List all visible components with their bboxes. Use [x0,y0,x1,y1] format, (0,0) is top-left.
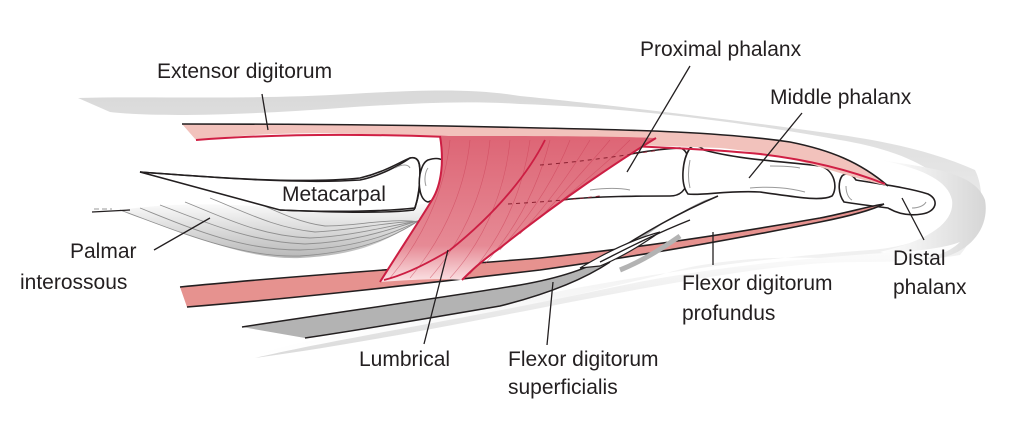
leader-distal-phalanx [901,197,925,241]
label-fds-1: Flexor digitorum [508,348,659,371]
label-fds-2: superficialis [508,376,618,399]
label-extensor-digitorum: Extensor digitorum [157,60,332,83]
skin-dorsal-shade [78,90,982,355]
leader-palmar-interossous [153,217,211,251]
labels: Extensor digitorum Proximal phalanx Midd… [20,38,967,399]
label-fdp-1: Flexor digitorum [682,272,833,295]
distal-phalanx-bone [838,173,936,216]
palmar-interossous-muscle [91,194,441,259]
label-fdp-2: profundus [682,302,775,325]
leader-proximal-phalanx [626,65,691,173]
flexor-digitorum-superficialis-tendon [241,195,719,339]
skin-palmar-shade [255,242,960,358]
label-lumbrical: Lumbrical [359,348,450,371]
label-distal-phalanx-2: phalanx [893,276,967,299]
leader-extensor-digitorum [261,93,269,131]
leader-fds [546,281,554,346]
metacarpal-bone [139,156,448,214]
label-palmar-interossous-1: Palmar [70,240,137,263]
skin [78,90,986,358]
label-proximal-phalanx: Proximal phalanx [640,38,802,61]
label-middle-phalanx: Middle phalanx [770,86,912,109]
leader-lumbrical [423,249,449,345]
palmar-interossous-tendon [91,209,131,213]
label-metacarpal: Metacarpal [282,183,386,206]
label-distal-phalanx-1: Distal [893,247,946,270]
leader-middle-phalanx [748,112,803,179]
label-palmar-interossous-2: interossous [20,271,127,294]
lumbrical-muscle [379,135,661,283]
skin-tip-shade [880,160,986,260]
leader-lines [153,65,925,346]
